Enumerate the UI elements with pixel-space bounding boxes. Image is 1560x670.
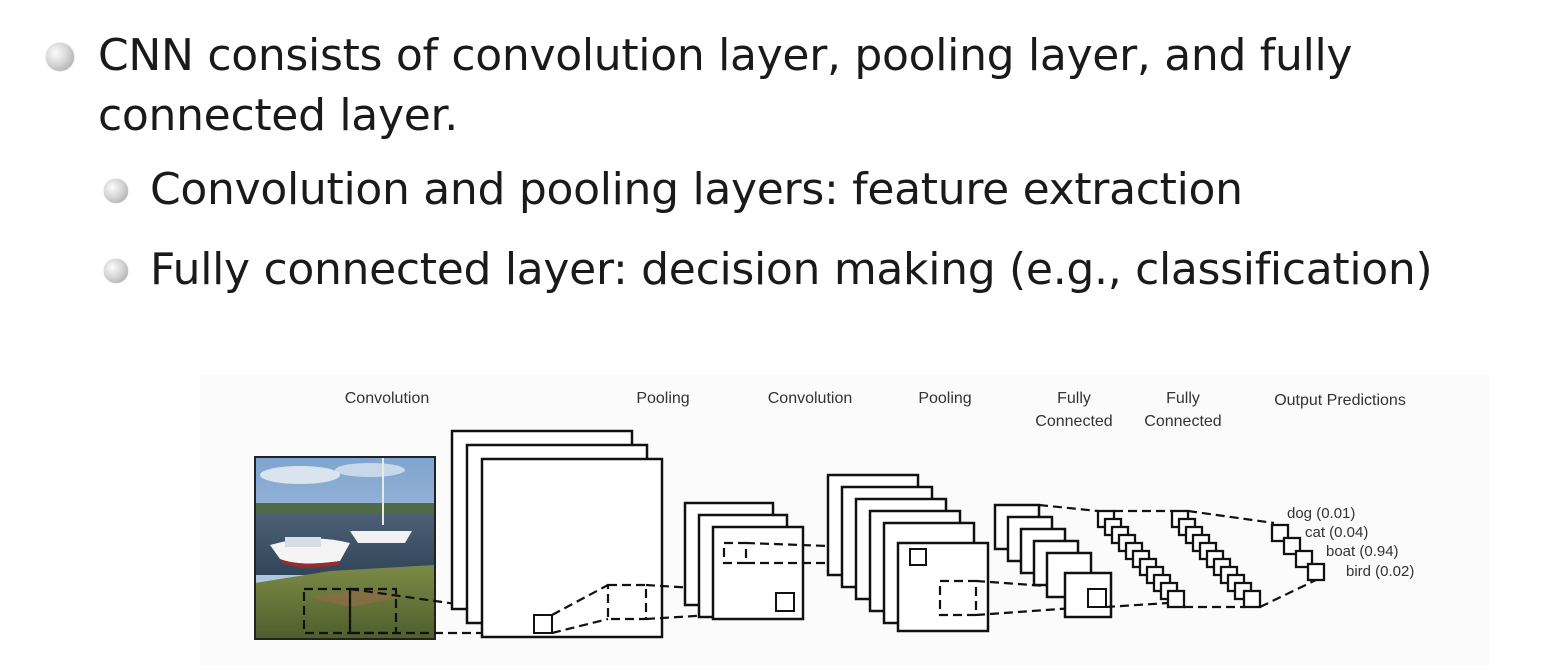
connection-lines-fc2-output	[1187, 509, 1319, 608]
label-convolution-1: Convolution	[345, 390, 430, 407]
bullet-dot-icon	[104, 179, 128, 203]
label-output-predictions: Output Predictions	[1274, 392, 1406, 409]
conv1-feature-maps	[450, 429, 664, 639]
fc2-neurons	[1170, 509, 1262, 609]
label-fully-connected-2-line2: Connected	[1144, 413, 1221, 430]
pool1-feature-maps	[683, 501, 805, 621]
label-pooling-2: Pooling	[918, 390, 971, 407]
sub-bullet-1: Convolution and pooling layers: feature …	[104, 162, 1524, 218]
prediction-label: dog (0.01)	[1287, 505, 1355, 522]
pool2-feature-maps	[993, 503, 1113, 619]
fc1-neurons	[1096, 509, 1186, 609]
label-fully-connected-1-line2: Connected	[1035, 413, 1112, 430]
connection-lines-pool2-fc1	[1038, 503, 1169, 609]
connection-lines-pool1-conv2	[722, 541, 911, 565]
sub-bullet-text: Convolution and pooling layers: feature …	[150, 164, 1243, 215]
prediction-label: boat (0.94)	[1326, 543, 1399, 560]
label-fully-connected-2-line1: Fully	[1166, 390, 1200, 407]
bullet-dot-icon	[46, 43, 74, 71]
sub-bullet-text: Fully connected layer: decision making (…	[150, 244, 1433, 295]
connection-lines-conv1-pool1	[551, 583, 777, 635]
sub-bullet-2: Fully connected layer: decision making (…	[104, 242, 1524, 298]
label-fully-connected-1-line1: Fully	[1057, 390, 1091, 407]
boat-photo-icon	[254, 456, 436, 640]
output-neurons	[1270, 523, 1326, 582]
prediction-label: bird (0.02)	[1346, 563, 1414, 580]
connection-lines-conv2-pool2	[938, 579, 1089, 617]
cnn-architecture-diagram: Convolution Pooling Convolution Pooling …	[200, 375, 1490, 665]
label-convolution-2: Convolution	[768, 390, 853, 407]
connection-lines-fc1-fc2	[1114, 509, 1244, 609]
label-pooling-1: Pooling	[636, 390, 689, 407]
bullet-dot-icon	[104, 259, 128, 283]
main-bullet: CNN consists of convolution layer, pooli…	[46, 26, 1526, 146]
conv2-feature-maps	[826, 473, 990, 633]
main-bullet-text: CNN consists of convolution layer, pooli…	[98, 30, 1353, 141]
prediction-label: cat (0.04)	[1305, 524, 1368, 541]
